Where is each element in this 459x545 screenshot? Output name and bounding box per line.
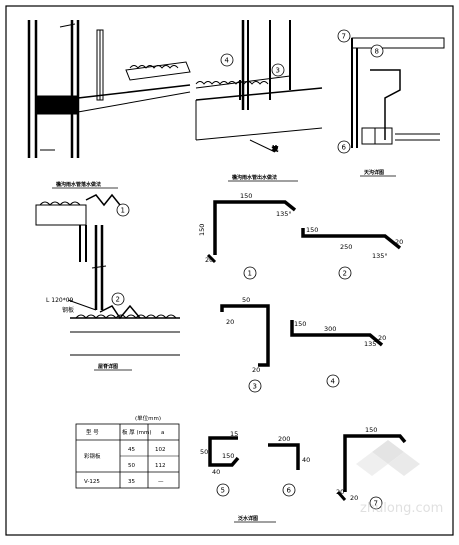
marker-5: 5 [221,487,225,495]
marker-4: 4 [331,378,336,386]
marker-1: 1 [248,270,252,278]
p1-dim-top: 150 [240,192,252,200]
profile-2 [301,228,402,250]
marker-2: 2 [343,270,347,278]
table-cell-r1c1: 50 [128,463,135,469]
marker-6: 6 [287,487,292,495]
caption-gutter-detail: 天沟详图 [364,169,384,176]
caption-set: 檐沟雨水管落水做法 檐沟雨水管出水做法 天沟详图 屋脊详图 泛水详图 [52,169,396,523]
marker-roof-1: 1 [121,207,125,215]
marker-gutter-6: 6 [342,144,347,152]
watermark: zhulong.com [356,440,443,516]
p4-dim-left: 150 [294,320,306,328]
marker-mid-4: 4 [225,57,230,65]
p2-dim-angle: 135° [372,252,388,260]
table-title: (单位mm) [135,414,161,422]
marker-gutter-8: 8 [375,48,379,56]
table-cell-r0c0: 彩钢板 [84,452,101,460]
caption-ridge-detail: 屋脊详图 [98,363,118,370]
marker-roof-2: 2 [116,296,120,304]
table-cell-r2c1: 35 [128,479,135,485]
caption-eave-mid: 檐沟雨水管出水做法 [232,174,277,181]
p5-dim-top: 15 [230,430,238,438]
p3-dim-top: 50 [242,296,250,304]
eave-section-left [27,20,191,158]
table-cell-r1c2: 112 [155,463,166,469]
roof-section [35,193,180,356]
p7-dim-hook-b: 20 [350,494,358,502]
table-cell-r2c0: V-125 [84,479,100,485]
marker-gutter-7: 7 [342,33,346,41]
gutter-detail [351,37,445,148]
table-header-thickness: 板 厚 (mm) [122,428,152,436]
sheet-border [5,5,454,536]
marker-mid-3: 3 [276,67,280,75]
p4-dim-mid: 300 [324,325,336,333]
angle-label: L 120*09 [46,297,74,304]
profile-3 [220,304,270,367]
p5-dim-left: 50 [200,448,208,456]
eave-section-mid: 坡 [195,20,323,154]
p3-dim-bottom: 20 [252,366,260,374]
spec-table: (单位mm) 型 号 板 厚 (mm) a 彩钢板 45 102 50 112 … [75,414,180,489]
caption-flashing-detail: 泛水详图 [238,515,258,522]
profile-1 [213,200,297,255]
p7-dim-top: 150 [365,426,377,434]
table-header-a: a [161,430,164,436]
cap-label: 钢板 [62,306,74,314]
table-cell-r0c1: 45 [128,447,135,453]
p6-dim-right: 40 [302,456,310,464]
p1-dim-left: 150 [198,224,206,236]
p2-dim-hook: 20 [395,238,403,246]
table-header-model: 型 号 [86,428,99,436]
watermark-text: zhulong.com [360,501,443,516]
p6-dim-top: 200 [278,435,290,443]
profile-4 [290,320,384,347]
profile-6 [268,443,300,470]
p1-dim-hook: 20 [205,256,213,264]
table-cell-r2c2: — [158,479,164,485]
p1-dim-angle: 135° [276,210,292,218]
p4-dim-hook: 20 [378,334,386,342]
marker-3: 3 [253,383,257,391]
marker-set: 1 2 3 4 5 6 7 1 2 4 3 7 8 6 [111,29,384,510]
profile-7 [343,434,407,492]
slope-label: 坡 [272,145,278,153]
p3-dim-left: 20 [226,318,234,326]
p2-dim-left: 150 [306,226,318,234]
p4-dim-angle: 135° [364,340,380,348]
p5-dim-angle: 150 [222,452,234,460]
p5-dim-bottom: 40 [212,468,220,476]
p7-dim-hook-a: 20 [336,488,344,496]
marker-7: 7 [374,500,378,508]
profile-5 [208,436,240,467]
p2-dim-mid: 250 [340,243,352,251]
table-cell-r0c2: 102 [155,447,166,453]
caption-eave-left: 檐沟雨水管落水做法 [56,181,101,188]
